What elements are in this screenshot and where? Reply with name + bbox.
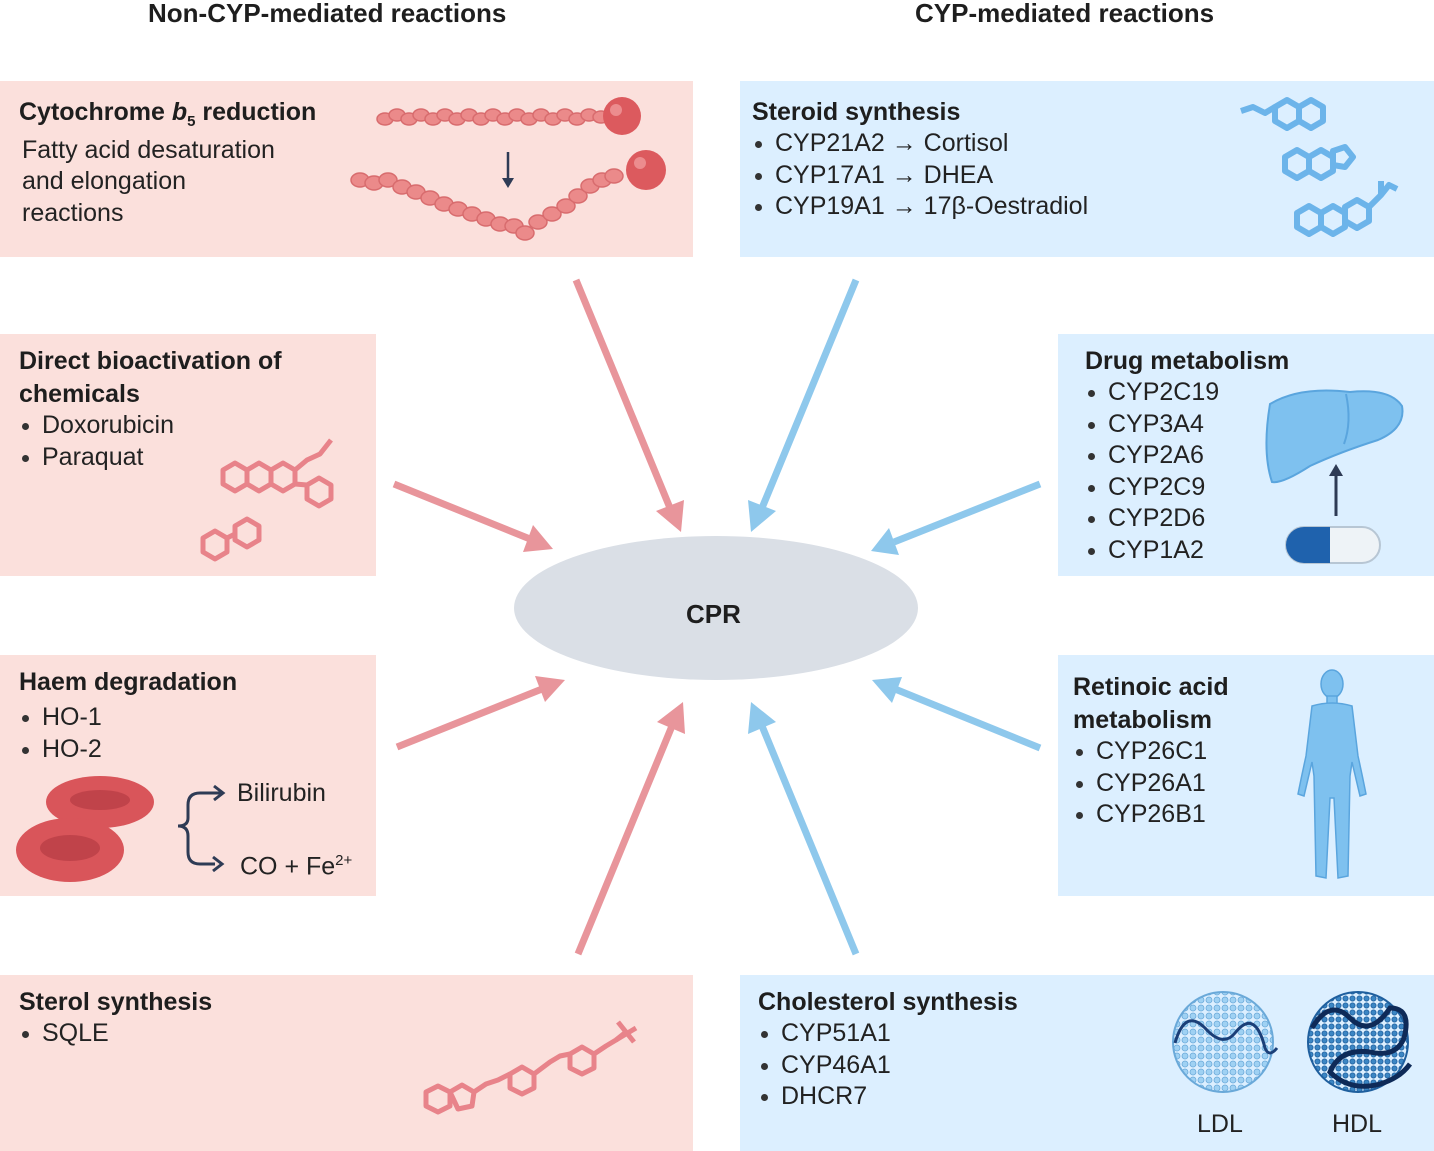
list-item: CYP1A2 bbox=[1085, 535, 1219, 567]
steroid-molecule-icon bbox=[1240, 97, 1399, 237]
retinoic-title-line-1: Retinoic acid bbox=[1073, 673, 1229, 701]
list-item: CYP2D6 bbox=[1085, 503, 1219, 535]
list-item: SQLE bbox=[19, 1018, 109, 1050]
drug-title: Drug metabolism bbox=[1085, 347, 1290, 375]
cytochrome-line-1: Fatty acid desaturation bbox=[22, 136, 275, 164]
bilirubin-label: Bilirubin bbox=[237, 779, 326, 807]
arrow-retinoic bbox=[893, 685, 1042, 752]
retinoic-acid-box bbox=[1058, 655, 1434, 896]
cholesterol-list: CYP51A1 CYP46A1 DHCR7 bbox=[758, 1018, 891, 1113]
steroid-title: Steroid synthesis bbox=[752, 98, 961, 126]
human-body-icon bbox=[1297, 669, 1367, 879]
list-item: CYP26C1 bbox=[1073, 736, 1207, 768]
protein-chain-icon bbox=[350, 97, 666, 241]
list-item: CYP21A2 → Cortisol bbox=[752, 128, 1088, 160]
hdl-particle-icon bbox=[1307, 991, 1413, 1093]
cytochrome-title: Cytochrome b5 reduction bbox=[19, 98, 317, 130]
list-item: CYP51A1 bbox=[758, 1018, 891, 1050]
list-item: CYP2C9 bbox=[1085, 472, 1219, 504]
list-item: Paraquat bbox=[19, 442, 174, 474]
list-item: HO-1 bbox=[19, 702, 102, 734]
list-item: CYP46A1 bbox=[758, 1050, 891, 1082]
red-blood-cell-icon bbox=[16, 776, 226, 882]
co-fe-label: CO + Fe2+ bbox=[240, 852, 353, 881]
cpr-ellipse bbox=[514, 536, 918, 680]
bioactivation-list: Doxorubicin Paraquat bbox=[19, 410, 174, 473]
list-item: HO-2 bbox=[19, 734, 102, 766]
cytochrome-line-3: reactions bbox=[22, 199, 124, 227]
left-column-header: Non-CYP-mediated reactions bbox=[148, 0, 507, 28]
list-item: CYP26A1 bbox=[1073, 768, 1207, 800]
arrow-sterol bbox=[574, 724, 676, 956]
haem-title: Haem degradation bbox=[19, 668, 238, 696]
list-item: CYP26B1 bbox=[1073, 799, 1207, 831]
cytochrome-b5-box bbox=[0, 81, 693, 257]
hdl-label: HDL bbox=[1332, 1110, 1383, 1138]
cpr-label: CPR bbox=[686, 599, 741, 629]
ldl-label: LDL bbox=[1197, 1110, 1243, 1138]
retinoic-list: CYP26C1 CYP26A1 CYP26B1 bbox=[1073, 736, 1207, 831]
aromatic-molecule-icon bbox=[200, 438, 334, 562]
arrow-bioactivation bbox=[392, 480, 532, 543]
list-item: CYP3A4 bbox=[1085, 409, 1219, 441]
cytochrome-line-2: and elongation bbox=[22, 167, 187, 195]
list-item: CYP17A1 → DHEA bbox=[752, 160, 1088, 192]
arrow-drug bbox=[892, 480, 1042, 546]
arrow-cholesterol bbox=[758, 724, 860, 956]
sterol-synthesis-box bbox=[0, 975, 693, 1151]
drug-list: CYP2C19 CYP3A4 CYP2A6 CYP2C9 CYP2D6 CYP1… bbox=[1085, 377, 1219, 566]
cholesterol-title: Cholesterol synthesis bbox=[758, 988, 1018, 1016]
liver-and-pill-icon bbox=[1265, 389, 1404, 564]
list-item: CYP19A1 → 17β-Oestradiol bbox=[752, 191, 1088, 223]
bioactivation-title-line-2: chemicals bbox=[19, 380, 140, 408]
sterol-title: Sterol synthesis bbox=[19, 988, 213, 1016]
retinoic-title-line-2: metabolism bbox=[1073, 706, 1212, 734]
arrow-haem bbox=[395, 685, 544, 751]
list-item: CYP2C19 bbox=[1085, 377, 1219, 409]
list-item: DHCR7 bbox=[758, 1081, 891, 1113]
arrow-steroid bbox=[758, 278, 860, 510]
steroid-list: CYP21A2 → Cortisol CYP17A1 → DHEA CYP19A… bbox=[752, 128, 1088, 223]
right-column-header: CYP-mediated reactions bbox=[915, 0, 1215, 28]
list-item: Doxorubicin bbox=[19, 410, 174, 442]
ldl-particle-icon bbox=[1172, 991, 1279, 1093]
sterol-molecule-icon bbox=[423, 1020, 638, 1115]
bioactivation-title-line-1: Direct bioactivation of bbox=[19, 347, 282, 375]
sterol-list: SQLE bbox=[19, 1018, 109, 1050]
arrow-cytochrome bbox=[572, 278, 674, 510]
list-item: CYP2A6 bbox=[1085, 440, 1219, 472]
haem-list: HO-1 HO-2 bbox=[19, 702, 102, 765]
